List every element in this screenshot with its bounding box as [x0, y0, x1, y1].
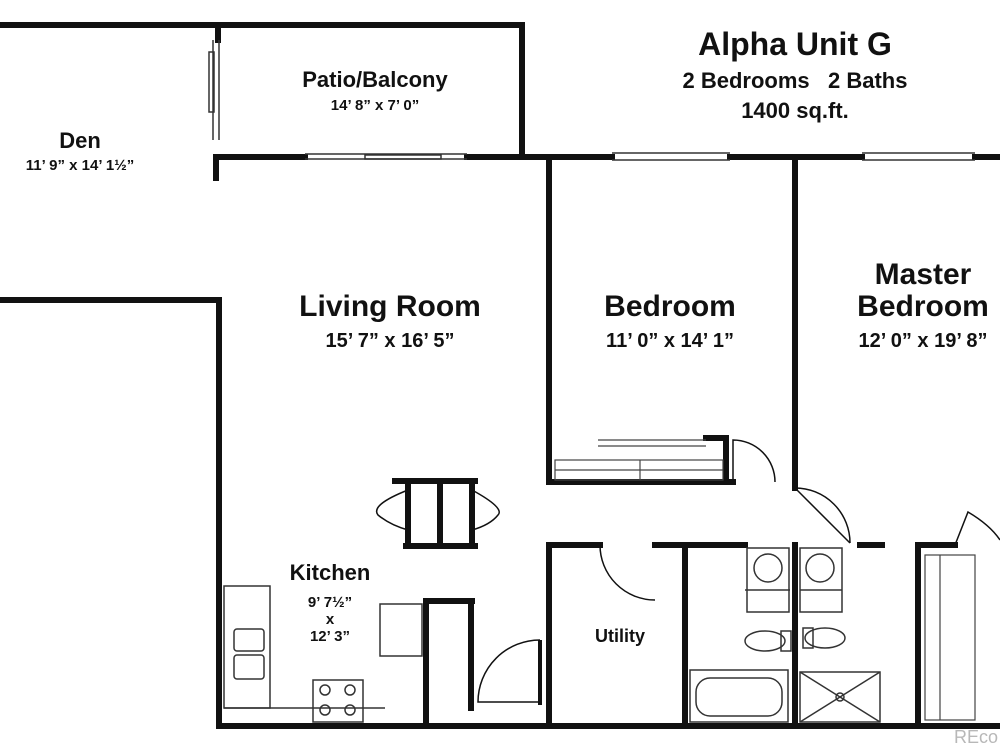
den-dims: 11’ 9” x 14’ 1½”: [25, 157, 135, 174]
windows: [208, 40, 975, 161]
patio-label: Patio/Balcony: [302, 67, 448, 92]
unit-beds-baths: 2 Bedrooms 2 Baths: [682, 68, 908, 93]
living-label: Living Room: [299, 290, 481, 323]
unit-name: Alpha Unit G: [698, 26, 892, 62]
living-dims: 15’ 7” x 16’ 5”: [325, 330, 455, 352]
bath-fixtures: [689, 547, 881, 723]
bedroom-label: Bedroom: [604, 290, 736, 323]
master-label-2: Bedroom: [857, 290, 989, 323]
master-dims: 12’ 0” x 19’ 8”: [858, 330, 988, 352]
kitchen-dims-1: 9’ 7½”: [307, 594, 353, 611]
bedroom-dims: 11’ 0” x 14’ 1”: [606, 330, 734, 352]
den-label: Den: [59, 128, 101, 153]
watermark: REco: [953, 727, 998, 747]
closets: [554, 439, 976, 721]
unit-area: 1400 sq.ft.: [741, 98, 849, 123]
kitchen-fixtures: [223, 585, 423, 723]
kitchen-label: Kitchen: [289, 560, 371, 585]
patio-dims: 14’ 8” x 7’ 0”: [330, 97, 420, 114]
walls: [0, 22, 1000, 729]
doors: [375, 439, 1000, 705]
kitchen-dims-2: x: [325, 611, 335, 628]
kitchen-dims-3: 12’ 3”: [309, 628, 351, 645]
utility-label: Utility: [594, 626, 645, 646]
master-label-1: Master: [874, 258, 972, 291]
